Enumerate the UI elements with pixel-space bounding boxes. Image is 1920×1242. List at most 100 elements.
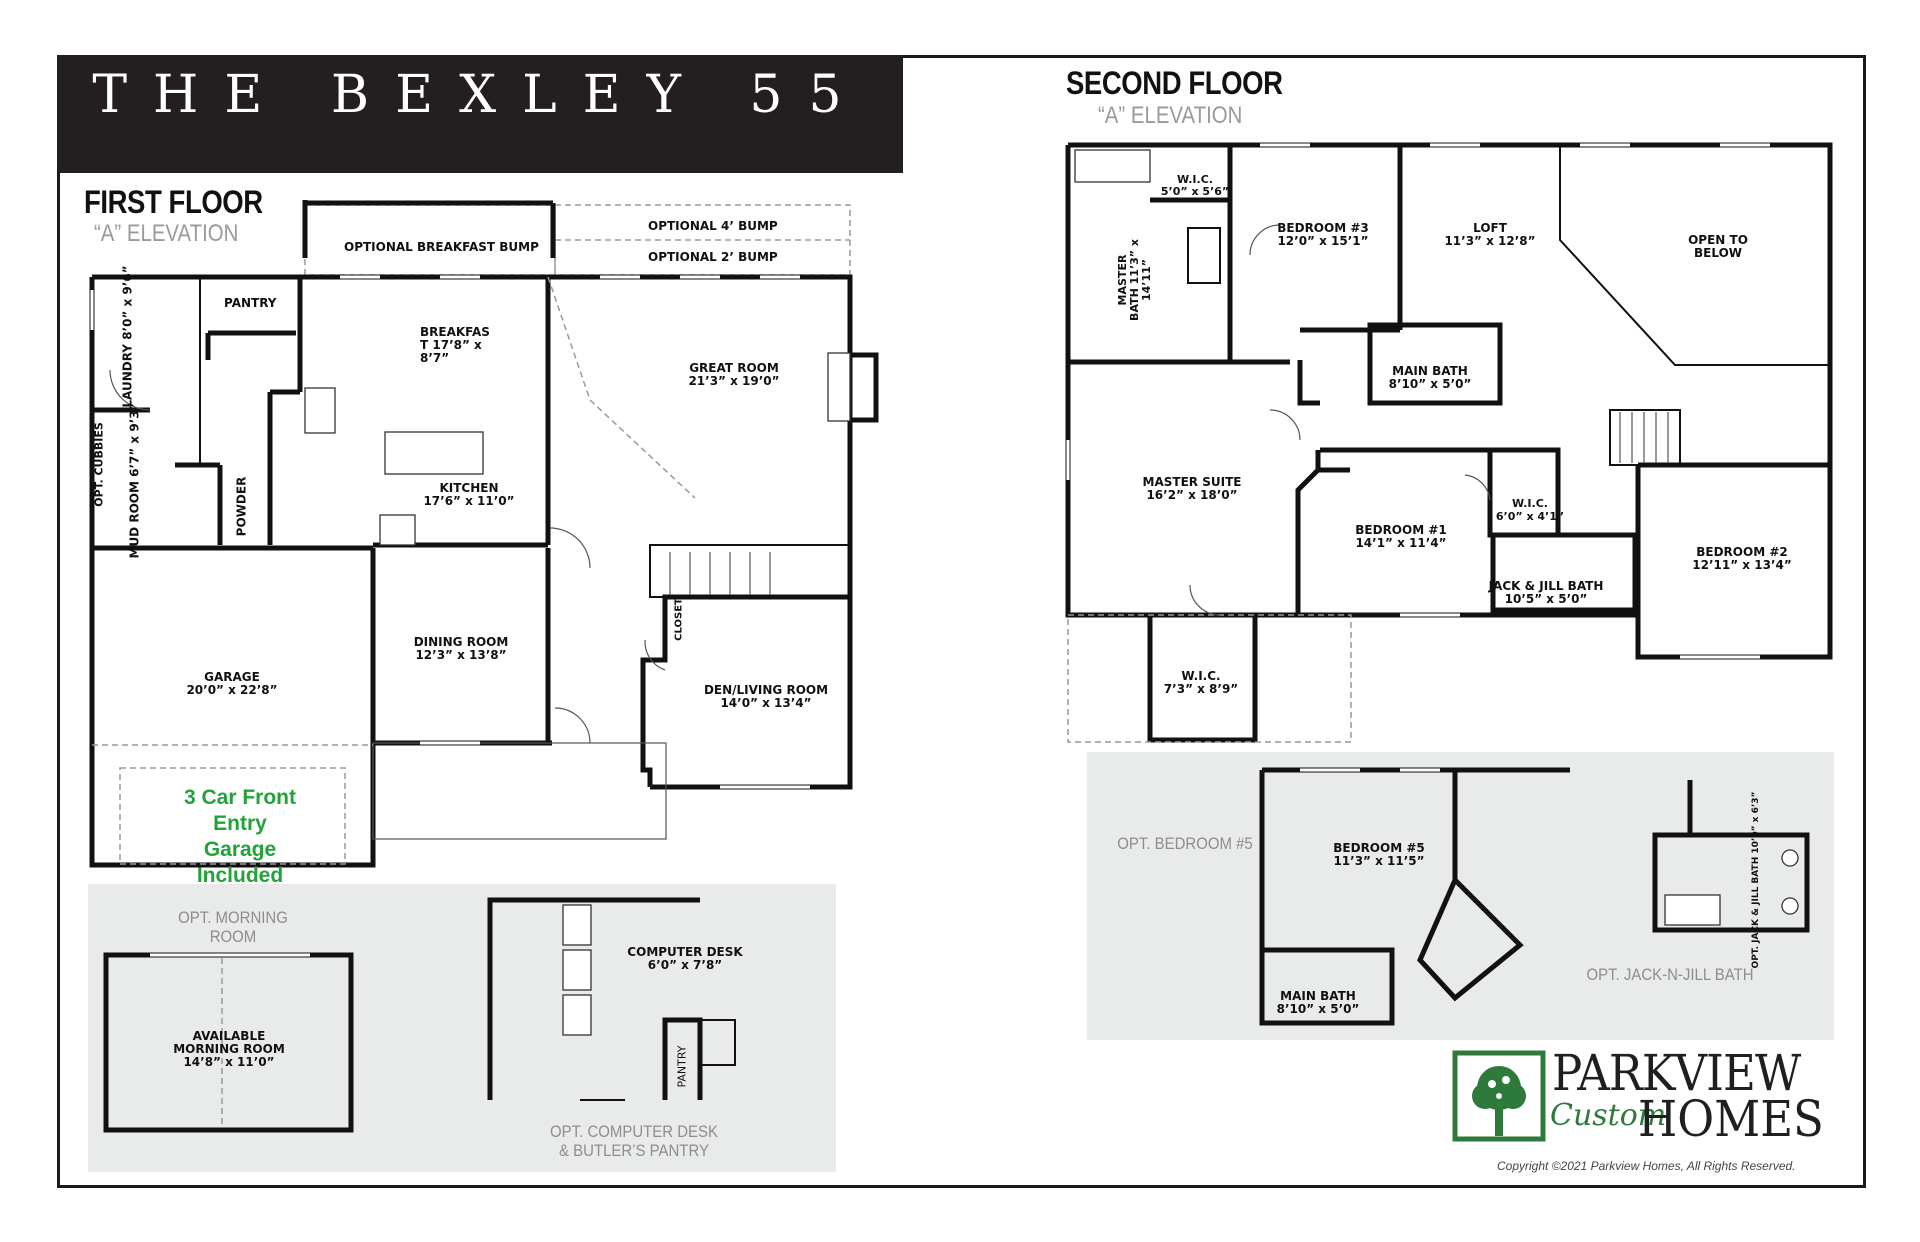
bedroom1-dim: 14’1” x 11’4” bbox=[1355, 536, 1447, 550]
second-floor-heading: SECOND FLOOR bbox=[1066, 65, 1283, 101]
room-open-to-below: OPEN TO BELOW bbox=[1688, 233, 1748, 260]
main-bath-dim: 8’10” x 5’0” bbox=[1388, 377, 1472, 391]
loft-name: LOFT bbox=[1473, 221, 1507, 235]
bedroom5-dim: 11’3” x 11’5” bbox=[1333, 854, 1425, 868]
laundry-dim: 8’0” x 9’6” bbox=[120, 265, 135, 340]
computer-desk-dim: 6’0” x 7’8” bbox=[647, 958, 723, 972]
computer-desk-walls bbox=[487, 897, 700, 1100]
first-floor-heading: FIRST FLOOR bbox=[84, 184, 263, 220]
label-optional-2-bump: OPTIONAL 2’ BUMP bbox=[648, 250, 778, 264]
room-wic-lower: W.I.C.7’3” x 8’9” bbox=[1164, 670, 1238, 696]
great-room-name: GREAT ROOM bbox=[689, 361, 779, 375]
kitchen-dim: 17’6” x 11’0” bbox=[423, 494, 515, 508]
opt-jj-name: OPT. JACK & JILL BATH bbox=[1751, 856, 1761, 969]
bath5-dim: 8’10” x 5’0” bbox=[1276, 1002, 1360, 1016]
wic-b1-name: W.I.C. bbox=[1512, 497, 1548, 510]
room-master-bath: MASTER BATH 11’3” x 14’11” bbox=[1116, 239, 1153, 321]
label-opt-cubbies: OPT. CUBBIES bbox=[92, 422, 106, 507]
title-bar: THE BEXLEY 55 bbox=[57, 55, 903, 173]
main-bath-walls bbox=[1367, 322, 1503, 406]
bath5-name: MAIN BATH bbox=[1280, 989, 1356, 1003]
optional-options-panel-first bbox=[88, 884, 836, 1172]
master-suite-name: MASTER SUITE bbox=[1142, 475, 1242, 489]
bedroom2-dim: 12’11” x 13’4” bbox=[1692, 558, 1792, 572]
front-porch bbox=[372, 742, 667, 840]
stairs bbox=[649, 544, 851, 598]
garage-dim: 20’0” x 22’8” bbox=[186, 683, 278, 697]
second-floor-exterior bbox=[1065, 142, 1833, 660]
dining-dim: 12’3” x 13’8” bbox=[415, 648, 507, 662]
logo-text-script: Custom bbox=[1550, 1098, 1667, 1133]
morning-room-name: AVAILABLE MORNING ROOM bbox=[173, 1029, 285, 1056]
opt-jj-walls bbox=[1652, 832, 1810, 933]
wic-lower-name: W.I.C. bbox=[1181, 669, 1221, 683]
stair-second bbox=[1609, 409, 1681, 466]
jack-jill-dim: 10’5” x 5’0” bbox=[1504, 592, 1588, 606]
label-opt-jack-jill: OPT. JACK-N-JILL BATH bbox=[1586, 965, 1754, 984]
garage-name: GARAGE bbox=[204, 670, 260, 684]
den-dim: 14’0” x 13’4” bbox=[720, 696, 812, 710]
room-breakfast: BREAKFAS T 17’8” x 8’7” bbox=[420, 325, 490, 365]
bedroom1-name: BEDROOM #1 bbox=[1355, 523, 1447, 537]
logo-text-bottom: HOMES bbox=[1638, 1090, 1824, 1148]
label-butler-pantry: PANTRY bbox=[675, 1045, 689, 1088]
bedroom5-name: BEDROOM #5 bbox=[1333, 841, 1425, 855]
plan-title: THE BEXLEY 55 bbox=[92, 65, 868, 125]
den-name: DEN/LIVING ROOM bbox=[703, 683, 829, 697]
dining-name: DINING ROOM bbox=[413, 635, 509, 649]
master-suite-dim: 16’2” x 18’0” bbox=[1146, 488, 1238, 502]
parkview-logo: PARKVIEW Custom HOMES bbox=[1452, 1044, 1852, 1150]
first-floor-elevation: “A” ELEVATION bbox=[94, 220, 239, 247]
fireplace bbox=[827, 352, 851, 422]
jack-jill-name: JACK & JILL BATH bbox=[1488, 579, 1604, 593]
room-wic-b1: W.I.C.6’0” x 4’1” bbox=[1496, 497, 1564, 523]
mud-room-name: MUD ROOM bbox=[127, 481, 142, 559]
bedroom3-dim: 12’0” x 15’1” bbox=[1277, 234, 1369, 248]
loft-dim: 11’3” x 12’8” bbox=[1444, 234, 1536, 248]
opt-jj-dim: 10’0” x 6’3” bbox=[1751, 791, 1761, 854]
wic-master-name: W.I.C. bbox=[1177, 173, 1213, 186]
room-opt-jack-jill: OPT. JACK & JILL BATH 10’0” x 6’3” bbox=[1751, 792, 1761, 969]
kitchen-name: KITCHEN bbox=[439, 481, 499, 495]
master-tub bbox=[1074, 149, 1151, 183]
kitchen-island bbox=[384, 431, 484, 475]
wic-b1-dim: 6’0” x 4’1” bbox=[1495, 510, 1565, 523]
bedroom2-name: BEDROOM #2 bbox=[1696, 545, 1788, 559]
bedroom3-name: BEDROOM #3 bbox=[1277, 221, 1369, 235]
label-opt-computer-desk: OPT. COMPUTER DESK & BUTLER’S PANTRY bbox=[550, 1122, 718, 1160]
second-floor-elevation: “A” ELEVATION bbox=[1098, 102, 1243, 129]
logo-text-top: PARKVIEW bbox=[1552, 1044, 1801, 1102]
room-laundry: LAUNDRY 8’0” x 9’6” bbox=[120, 265, 135, 408]
computer-desk-name: COMPUTER DESK bbox=[627, 945, 743, 959]
copyright-text: Copyright ©2021 Parkview Homes, All Righ… bbox=[1497, 1159, 1796, 1173]
label-opt-bedroom5: OPT. BEDROOM #5 bbox=[1117, 834, 1253, 853]
label-opt-morning-room: OPT. MORNING ROOM bbox=[178, 908, 288, 946]
wic-lower-dim: 7’3” x 8’9” bbox=[1163, 682, 1239, 696]
first-floor-exterior-north-east bbox=[92, 274, 879, 790]
mud-room-dim: 6’7” x 9’3” bbox=[127, 402, 142, 477]
laundry-name: LAUNDRY bbox=[120, 343, 135, 408]
morning-room-dim: 14’8” x 11’0” bbox=[183, 1055, 275, 1069]
garage-note: 3 Car Front Entry Garage Included bbox=[183, 786, 296, 887]
main-bath-name: MAIN BATH bbox=[1392, 364, 1468, 378]
wic-master-dim: 5’0” x 5’6” bbox=[1160, 185, 1230, 198]
label-closet: CLOSET bbox=[673, 598, 685, 641]
